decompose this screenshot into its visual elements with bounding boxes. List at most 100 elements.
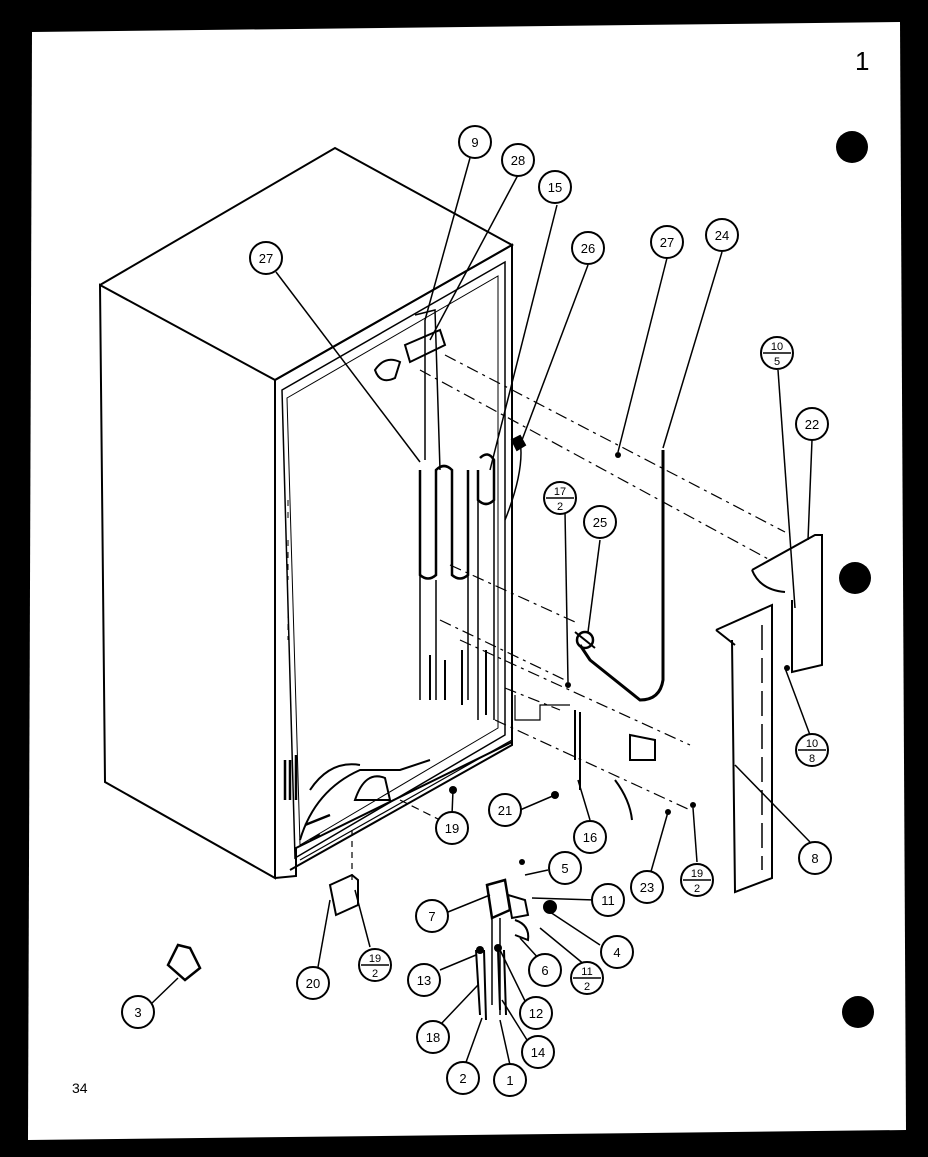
shield-panel (751, 534, 823, 674)
fraction-denominator: 2 (584, 981, 590, 993)
callout-22: 22 (795, 407, 829, 441)
fraction-denominator: 2 (694, 883, 700, 895)
callout-circle (538, 170, 572, 204)
callout-23: 23 (630, 870, 664, 904)
callout-circle (571, 231, 605, 265)
callout-21: 21 (488, 793, 522, 827)
callout-circle (705, 218, 739, 252)
fraction-denominator: 8 (809, 753, 815, 765)
fraction-denominator: 2 (372, 968, 378, 980)
fraction-callout-19-2: 192 (358, 948, 392, 982)
callout-circle (795, 407, 829, 441)
callout-circle (121, 995, 155, 1029)
fraction-callout-10-5: 105 (760, 336, 794, 370)
back-cover-panel (715, 603, 773, 894)
condenser-coil (418, 464, 470, 580)
callout-label: 28 (511, 153, 525, 168)
callout-circle (650, 225, 684, 259)
callout-circle (249, 241, 283, 275)
callout-label: 20 (306, 976, 320, 991)
callout-28: 28 (501, 143, 535, 177)
callout-25: 25 (583, 505, 617, 539)
callout-label: 8 (811, 851, 818, 866)
callout-label: 21 (498, 803, 512, 818)
callout-label: 26 (581, 241, 595, 256)
callout-label: 2 (459, 1071, 466, 1086)
callout-label: 19 (445, 821, 459, 836)
fraction-callout-11-2: 112 (570, 961, 604, 995)
callout-circle (528, 953, 562, 987)
callout-16: 16 (573, 820, 607, 854)
callout-circle (446, 1061, 480, 1095)
callout-2: 2 (446, 1061, 480, 1095)
callout-label: 1 (506, 1073, 513, 1088)
callout-circle (415, 899, 449, 933)
fraction-numerator: 10 (806, 738, 818, 750)
fraction-denominator: 2 (557, 501, 563, 513)
callout-6: 6 (528, 953, 562, 987)
callout-circle (501, 143, 535, 177)
fraction-callout-10-8: 108 (795, 733, 829, 767)
callout-circle (519, 996, 553, 1030)
callout-circle (591, 883, 625, 917)
callout-label: 15 (548, 180, 562, 195)
callout-label: 12 (529, 1006, 543, 1021)
callout-label: 6 (541, 963, 548, 978)
callout-label: 22 (805, 417, 819, 432)
callout-4: 4 (600, 935, 634, 969)
callout-26: 26 (571, 231, 605, 265)
callout-label: 14 (531, 1045, 545, 1060)
callout-circle (573, 820, 607, 854)
power-cord (578, 450, 665, 702)
fraction-numerator: 10 (771, 341, 783, 353)
callout-circle (493, 1063, 527, 1097)
callout-8: 8 (798, 841, 832, 875)
fasteners (449, 452, 790, 954)
callout-14: 14 (521, 1035, 555, 1069)
callout-18: 18 (416, 1020, 450, 1054)
callout-label: 27 (660, 235, 674, 250)
callout-9: 9 (458, 125, 492, 159)
callout-circle (488, 793, 522, 827)
callout-label: 7 (428, 909, 435, 924)
callout-circle (798, 841, 832, 875)
fraction-callout-19-2: 192 (680, 863, 714, 897)
callout-label: 11 (601, 893, 615, 908)
callout-13: 13 (407, 963, 441, 997)
callout-12: 12 (519, 996, 553, 1030)
callout-label: 18 (426, 1030, 440, 1045)
callout-5: 5 (548, 851, 582, 885)
callout-circle (435, 811, 469, 845)
callout-circle (548, 851, 582, 885)
callout-label: 9 (471, 135, 478, 150)
cabinet-back-panel (274, 243, 513, 871)
callout-circle (416, 1020, 450, 1054)
callout-label: 13 (417, 973, 431, 988)
callout-circle (600, 935, 634, 969)
callout-label: 27 (259, 251, 273, 266)
callout-circle (583, 505, 617, 539)
callout-label: 4 (613, 945, 620, 960)
callout-label: 5 (561, 861, 568, 876)
callout-15: 15 (538, 170, 572, 204)
fraction-numerator: 11 (581, 966, 592, 978)
callout-label: 24 (715, 228, 729, 243)
fraction-numerator: 17 (554, 486, 566, 498)
page-number: 34 (72, 1080, 88, 1096)
cabinet-drawing (98, 146, 823, 1021)
fraction-callout-17-2: 172 (543, 481, 577, 515)
callout-circle (521, 1035, 555, 1069)
callout-11: 11 (591, 883, 625, 917)
callout-27: 27 (249, 241, 283, 275)
callout-circle (630, 870, 664, 904)
callout-label: 3 (134, 1005, 141, 1020)
callout-circle (296, 966, 330, 1000)
callout-circle (407, 963, 441, 997)
callout-24: 24 (705, 218, 739, 252)
callout-20: 20 (296, 966, 330, 1000)
paper-background (28, 22, 906, 1140)
callout-1: 1 (493, 1063, 527, 1097)
corner-mark: 1 (855, 46, 869, 76)
